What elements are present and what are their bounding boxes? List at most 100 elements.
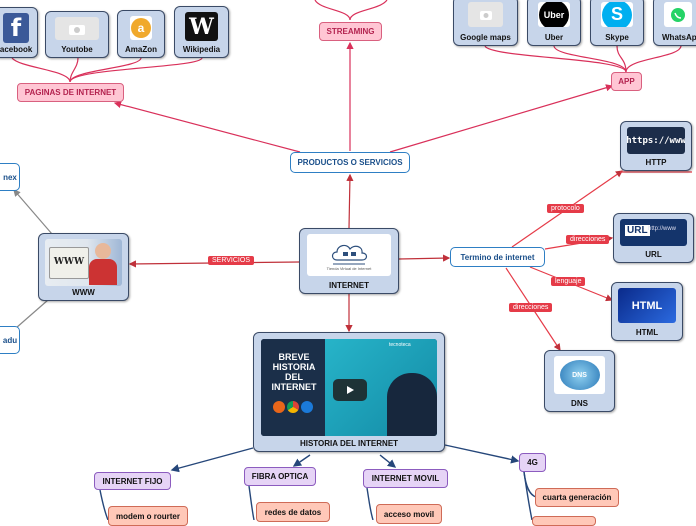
amazon-glyph: a [137, 21, 145, 35]
dns-node[interactable]: DNS DNS [544, 350, 615, 412]
whatsapp-icon [664, 2, 692, 27]
firefox-icon [273, 401, 285, 413]
video-title: BREVE HISTORIA DEL INTERNET [271, 352, 317, 392]
skype-circle: S [602, 2, 632, 27]
app-node[interactable]: APP [611, 72, 642, 91]
termino-node[interactable]: Termino de internet [450, 247, 545, 267]
www-node[interactable]: WWW WWW [38, 233, 129, 301]
cloud-network-icon [331, 244, 368, 264]
chrome-icon [287, 401, 299, 413]
historia-video-thumb[interactable]: BREVE HISTORIA DEL INTERNET tecnoteca [261, 339, 437, 436]
url-node[interactable]: URL http://www URL [613, 213, 694, 263]
fibra-optica-node[interactable]: FIBRA OPTICA [244, 467, 316, 486]
partial-salmon-node[interactable] [532, 516, 596, 526]
direcciones-edge-label-2: direcciones [509, 303, 553, 312]
amazon-circle: a [131, 18, 151, 38]
partial-label-top: nex [3, 172, 17, 182]
html-node[interactable]: HTML HTML [611, 282, 683, 341]
app-label-uber: Uber [544, 33, 564, 42]
dns-thumb-text: DNS [572, 371, 587, 379]
person-icon [95, 243, 111, 259]
browser-icons [273, 401, 313, 415]
html-image: HTML [618, 288, 676, 323]
app-node-google-maps[interactable]: Google maps [453, 0, 518, 46]
historia-node[interactable]: BREVE HISTORIA DEL INTERNET tecnoteca HI… [253, 332, 445, 452]
url-thumb-text: URL [625, 225, 650, 236]
internet-fijo-node[interactable]: INTERNET FIJO [94, 472, 171, 490]
url-label: URL [645, 250, 662, 259]
internet-movil-label: INTERNET MOVIL [371, 474, 440, 483]
modem-label: modem o rourter [115, 511, 180, 521]
facebook-glyph: f [10, 14, 22, 42]
http-thumb-text: https://www [627, 135, 685, 146]
google-maps-icon [468, 2, 503, 27]
person-body [89, 259, 117, 285]
html-thumb-text: HTML [631, 299, 663, 312]
page-node-youtobe[interactable]: Youtobe [45, 11, 109, 58]
cuarta-generacion-node[interactable]: cuarta generación [535, 488, 619, 507]
wikipedia-glyph: W [189, 13, 214, 40]
html-label: HTML [635, 328, 659, 337]
partial-node-top[interactable]: nex [0, 163, 20, 191]
page-node-facebook[interactable]: f Facebook [0, 7, 38, 58]
whatsapp-glyph [671, 7, 685, 22]
dns-label: DNS [571, 399, 588, 408]
internet-cloud-image: Tienda Virtual de Internet [307, 234, 391, 276]
acceso-movil-node[interactable]: acceso movil [376, 504, 442, 524]
uber-glyph: Uber [543, 9, 565, 20]
video-brand: tecnoteca [389, 342, 411, 348]
productos-label: PRODUCTOS O SERVICIOS [297, 158, 403, 167]
redes-datos-node[interactable]: redes de datos [256, 502, 330, 522]
servicios-edge-label: SERVICIOS [208, 256, 254, 265]
partial-node-bottom[interactable]: adu [0, 326, 20, 354]
app-label-skype: Skype [605, 33, 629, 42]
http-image: https://www [627, 127, 685, 154]
internet-central-node[interactable]: Tienda Virtual de Internet INTERNET [299, 228, 399, 294]
streaming-node[interactable]: STREAMING [319, 22, 382, 41]
play-button[interactable] [333, 379, 367, 401]
monitor-icon: WWW [49, 247, 89, 279]
modem-node[interactable]: modem o rourter [108, 506, 188, 526]
termino-label: Termino de internet [460, 252, 535, 262]
url-thumb-sub: http://www [648, 226, 677, 232]
internet-fijo-label: INTERNET FIJO [102, 476, 163, 486]
4g-node[interactable]: 4G [519, 453, 546, 472]
page-node-amazon[interactable]: a AmaZon [117, 10, 165, 58]
uber-icon: Uber [538, 2, 570, 27]
page-label-wikipedia: Wikipedia [182, 45, 221, 54]
app-node-skype[interactable]: S Skype [590, 0, 644, 46]
streaming-label: STREAMING [326, 27, 375, 36]
uber-circle: Uber [539, 2, 569, 27]
internet-movil-node[interactable]: INTERNET MOVIL [363, 469, 448, 488]
page-node-wikipedia[interactable]: W Wikipedia [174, 6, 229, 58]
app-label-google-maps: Google maps [460, 33, 511, 42]
camera-icon [69, 24, 85, 35]
dns-image: DNS [554, 356, 605, 394]
paginas-node[interactable]: PAGINAS DE INTERNET [17, 83, 124, 102]
page-label-youtobe: Youtobe [61, 45, 93, 54]
dns-globe-icon: DNS [559, 360, 600, 390]
play-icon [347, 386, 354, 394]
paginas-label: PAGINAS DE INTERNET [24, 88, 117, 97]
internet-label: INTERNET [329, 281, 369, 290]
app-node-uber[interactable]: Uber Uber [527, 0, 581, 46]
page-label-amazon: AmaZon [125, 45, 157, 54]
4g-label: 4G [527, 458, 538, 467]
productos-node[interactable]: PRODUCTOS O SERVICIOS [290, 152, 410, 173]
app-node-whatsapp[interactable]: WhatsApp [653, 0, 696, 46]
partial-label-bottom: adu [2, 335, 18, 345]
camera-icon [479, 10, 492, 20]
video-left-panel [261, 339, 325, 436]
skype-glyph: S [610, 4, 623, 24]
www-image: WWW [45, 239, 122, 286]
historia-label: HISTORIA DEL INTERNET [299, 439, 399, 448]
app-label-whatsapp: WhatsApp [662, 33, 696, 42]
fibra-optica-label: FIBRA OPTICA [251, 472, 309, 481]
amazon-icon: a [130, 16, 152, 40]
http-node[interactable]: https://www HTTP [620, 121, 692, 171]
internet-thumb-text: Tienda Virtual de Internet [326, 265, 372, 271]
silhouette-icon [387, 373, 437, 436]
www-screen-text: WWW [53, 257, 85, 267]
wikipedia-icon: W [185, 12, 218, 41]
